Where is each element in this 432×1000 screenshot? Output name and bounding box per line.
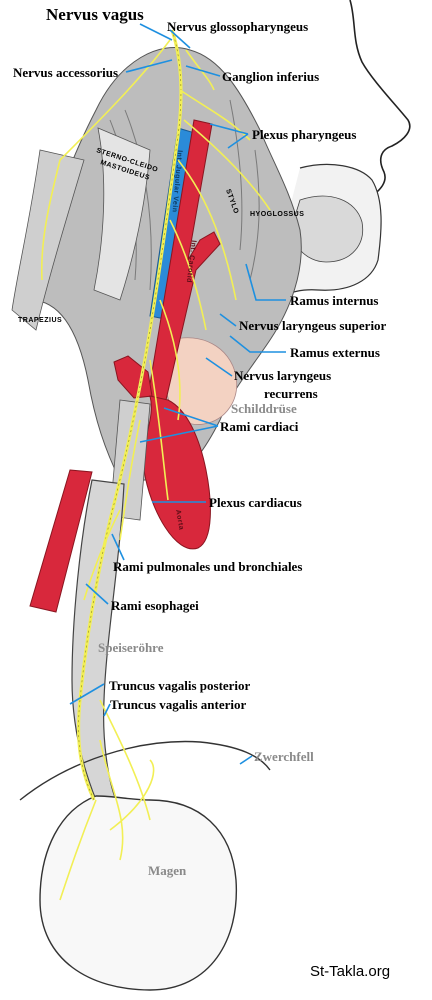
label-ramus-internus: Ramus internus bbox=[290, 293, 379, 308]
label-plexus-pharyngeus: Plexus pharyngeus bbox=[252, 127, 357, 142]
aorta-inline-label: Aorta bbox=[174, 509, 185, 531]
leader-rami-cardiaci bbox=[139, 407, 219, 443]
label-rami-cardiaci: Rami cardiaci bbox=[220, 419, 299, 434]
nerve-branches bbox=[40, 39, 271, 901]
face-profile bbox=[349, 0, 411, 197]
label-nervus-vagus: Nervus vagus bbox=[46, 5, 144, 24]
label-speiseroehre: Speiseröhre bbox=[98, 640, 164, 655]
leader-glossopharyngeus bbox=[169, 29, 191, 49]
vagus-nerve-trunk bbox=[76, 29, 183, 801]
label-ramus-externus: Ramus externus bbox=[290, 345, 380, 360]
label-zwerchfell: Zwerchfell bbox=[254, 749, 314, 764]
leader-rami-esophagei bbox=[85, 583, 109, 605]
label-magen: Magen bbox=[148, 863, 187, 878]
tongue-muscle bbox=[291, 195, 364, 263]
stomach bbox=[39, 795, 238, 991]
leader-zwerchfell bbox=[239, 755, 253, 765]
label-nervus-accessorius: Nervus accessorius bbox=[13, 65, 119, 80]
label-nervus-laryngeus-superior: Nervus laryngeus superior bbox=[239, 318, 387, 333]
diaphragm bbox=[19, 740, 271, 801]
leader-truncus-posterior bbox=[69, 683, 105, 705]
trapezius-muscle bbox=[11, 149, 85, 331]
label-ganglion-inferius: Ganglion inferius bbox=[222, 69, 320, 84]
leader-plexus-pharyngeus bbox=[209, 123, 249, 149]
leader-lines bbox=[69, 23, 286, 765]
descending-aorta bbox=[29, 469, 93, 613]
leader-rami-pulmonales bbox=[111, 533, 125, 561]
leader-ramus-internus bbox=[245, 263, 286, 301]
leader-truncus-anterior bbox=[103, 703, 111, 717]
label-nervus-laryngeus-recurrens-line2: recurrens bbox=[264, 386, 318, 401]
label-schilddruese: Schilddrüse bbox=[231, 401, 297, 416]
trapezius-inline-label: TRAPEZIUS bbox=[18, 317, 62, 324]
label-rami-pulmonales: Rami pulmonales und bronchiales bbox=[113, 559, 303, 574]
label-nervus-glossopharyngeus: Nervus glossopharyngeus bbox=[167, 19, 309, 34]
leader-laryngeus-superior bbox=[219, 313, 237, 327]
leader-recurrens bbox=[205, 357, 233, 377]
label-rami-esophagei: Rami esophagei bbox=[111, 598, 199, 613]
leader-ganglion-inferius bbox=[185, 65, 221, 77]
leader-ramus-externus bbox=[229, 335, 286, 353]
label-plexus-cardiacus: Plexus cardiacus bbox=[209, 495, 302, 510]
watermark-text: St-Takla.org bbox=[310, 963, 391, 980]
hyoglossus-inline-label: HYOGLOSSUS bbox=[250, 211, 304, 218]
leader-accessorius bbox=[125, 59, 173, 73]
label-truncus-vagalis-posterior: Truncus vagalis posterior bbox=[109, 678, 251, 693]
sternocleidomastoid-muscle bbox=[93, 127, 151, 301]
leader-nervus-vagus bbox=[139, 23, 173, 41]
label-truncus-vagalis-anterior: Truncus vagalis anterior bbox=[110, 697, 247, 712]
label-nervus-laryngeus-recurrens-line1: Nervus laryngeus bbox=[234, 368, 332, 383]
